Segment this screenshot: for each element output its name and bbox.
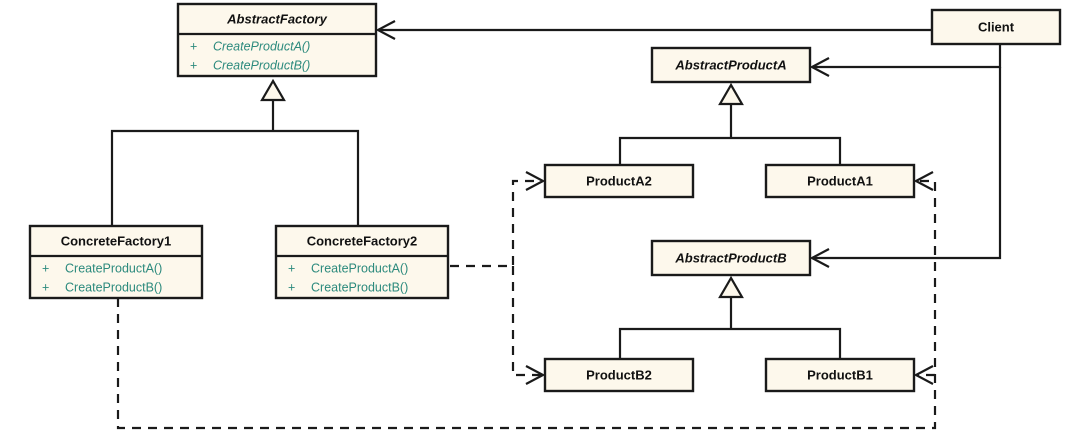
class-box-abstract-factory[interactable]: AbstractFactory + CreateProductA() + CreateP… xyxy=(176,2,378,78)
generalization-triangle-abstract-product-b xyxy=(718,275,744,299)
generalization-triangle-abstract-factory xyxy=(260,78,286,102)
class-rect[interactable] xyxy=(650,46,812,84)
edge-line xyxy=(116,179,937,430)
arrowhead-client-to-abstract-factory xyxy=(375,20,396,40)
arrowhead-creates-product-a1 xyxy=(913,171,934,191)
operation-visibility: + xyxy=(288,280,295,294)
edge-line xyxy=(110,100,360,226)
class-title: ConcreteFactory1 xyxy=(61,233,172,248)
operation-name: CreateProductB() xyxy=(311,280,408,294)
class-title: AbstractProductB xyxy=(674,250,786,265)
class-box-product-b1[interactable]: ProductB1 xyxy=(764,357,916,393)
operation-name: CreateProductB() xyxy=(65,280,162,294)
arrowhead-client-to-abstract-product-b xyxy=(809,248,830,268)
class-title: ProductA1 xyxy=(807,173,873,188)
class-title: ConcreteFactory2 xyxy=(307,233,418,248)
class-box-abstract-product-b[interactable]: AbstractProductB xyxy=(650,239,812,277)
class-rect[interactable] xyxy=(543,163,695,199)
class-rect[interactable] xyxy=(764,163,916,199)
relationship-concrete-factory-2-creates-product-a2 xyxy=(450,179,543,268)
operation-visibility: + xyxy=(190,39,197,53)
class-box-product-b2[interactable]: ProductB2 xyxy=(543,357,695,393)
class-title: AbstractFactory xyxy=(226,11,327,26)
relationship-product-b2-generalizes-abstract-product-b xyxy=(618,297,842,359)
edge-line xyxy=(812,67,1002,260)
class-rect[interactable] xyxy=(28,224,204,300)
generalization-triangle-abstract-product-a xyxy=(718,82,744,106)
class-box-concrete-factory-1[interactable]: ConcreteFactory1 + CreateProductA() + Create… xyxy=(28,224,204,300)
class-box-product-a1[interactable]: ProductA1 xyxy=(764,163,916,199)
edge-line xyxy=(812,44,1002,69)
relationship-concrete-factory-1-creates-product-a1 xyxy=(116,179,937,430)
relationship-product-a2-generalizes-abstract-product-a xyxy=(618,104,842,165)
class-rect[interactable] xyxy=(274,224,450,300)
class-rect[interactable] xyxy=(543,357,695,393)
operation-visibility: + xyxy=(190,58,197,72)
operation-visibility: + xyxy=(42,261,49,275)
edge-line xyxy=(511,266,543,377)
edge-line xyxy=(618,297,842,359)
edge-line xyxy=(618,104,842,165)
class-rect[interactable] xyxy=(930,8,1062,46)
class-title: Client xyxy=(978,19,1015,34)
class-box-abstract-product-a[interactable]: AbstractProductA xyxy=(650,46,812,84)
class-title: ProductB1 xyxy=(807,367,873,382)
class-rect[interactable] xyxy=(764,357,916,393)
relationship-client-uses-abstract-product-a xyxy=(812,44,1002,69)
relationship-concrete-factory-1-generalizes-abstract-factory xyxy=(110,100,360,226)
class-box-product-a2[interactable]: ProductA2 xyxy=(543,163,695,199)
class-layer: AbstractFactory + CreateProductA() + CreateP… xyxy=(28,2,1062,393)
arrowhead-layer xyxy=(260,20,934,385)
operation-name: CreateProductB() xyxy=(213,58,310,72)
class-title: ProductB2 xyxy=(586,367,652,382)
operation-name: CreateProductA() xyxy=(65,261,162,275)
class-title: AbstractProductA xyxy=(674,57,786,72)
class-box-client[interactable]: Client xyxy=(930,8,1062,46)
operations-compartment: + CreateProductA() + CreateProductB() xyxy=(288,261,408,294)
class-title: ProductA2 xyxy=(586,173,652,188)
class-rect[interactable] xyxy=(650,239,812,277)
operations-compartment: + CreateProductA() + CreateProductB() xyxy=(190,39,310,72)
operation-visibility: + xyxy=(42,280,49,294)
class-box-concrete-factory-2[interactable]: ConcreteFactory2 + CreateProductA() + Create… xyxy=(274,224,450,300)
arrowhead-creates-product-b1 xyxy=(913,365,934,385)
operation-visibility: + xyxy=(288,261,295,275)
class-rect[interactable] xyxy=(176,2,378,78)
arrowhead-client-to-abstract-product-a xyxy=(809,57,830,77)
relationship-layer xyxy=(110,20,1002,430)
operation-name: CreateProductA() xyxy=(213,39,310,53)
edge-line xyxy=(450,179,543,268)
operations-compartment: + CreateProductA() + CreateProductB() xyxy=(42,261,162,294)
relationship-concrete-factory-2-creates-product-b2 xyxy=(511,266,543,377)
relationship-client-uses-abstract-product-b xyxy=(812,67,1002,260)
arrowhead-creates-product-a2 xyxy=(525,171,546,191)
arrowhead-creates-product-b2 xyxy=(525,365,546,385)
operation-name: CreateProductA() xyxy=(311,261,408,275)
